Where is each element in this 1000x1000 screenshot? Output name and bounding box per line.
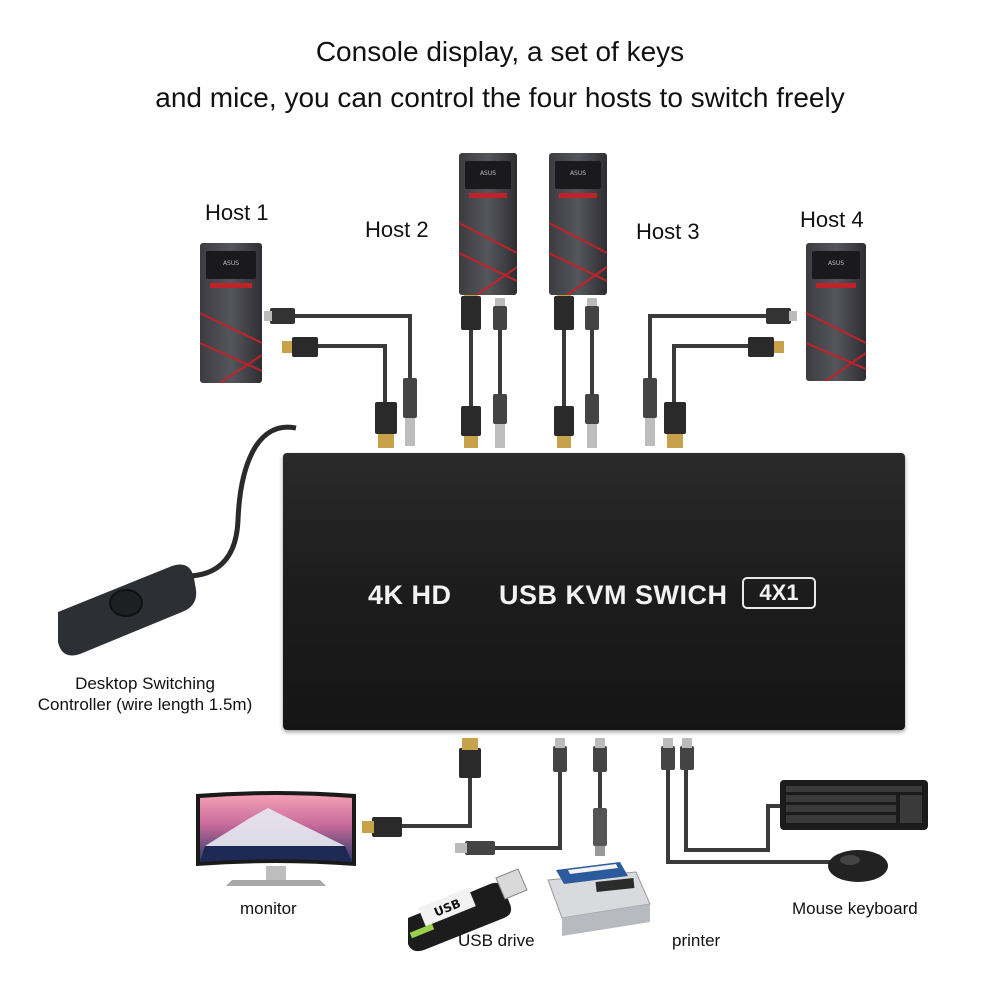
tower-icon: ASUS: [549, 153, 607, 295]
kvm-label-4k-hd: 4K HD: [368, 580, 452, 610]
host-3-cables: [562, 330, 594, 408]
mouse-keyboard-label: Mouse keyboard: [792, 899, 918, 918]
tower-icon: ASUS: [806, 243, 866, 381]
host-1-label: Host 1: [205, 200, 269, 225]
host-2-cables: [469, 330, 502, 408]
host-2-label: Host 2: [365, 217, 429, 242]
controller-label-line-1: Desktop Switching: [75, 674, 215, 693]
tower-brand: ASUS: [570, 170, 586, 177]
tower-icon: ASUS: [200, 243, 262, 383]
controller-label-line-2: Controller (wire length 1.5m): [37, 695, 253, 714]
printer-label: printer: [672, 931, 721, 950]
host-1-cables: [295, 314, 412, 404]
tower-brand: ASUS: [480, 170, 496, 177]
controller-device: [58, 564, 197, 656]
usb-drive-label: USB drive: [458, 931, 535, 950]
headline-line-2: and mice, you can control the four hosts…: [155, 82, 845, 113]
mouse-device: [828, 850, 888, 882]
kvm-badge-4x1: 4X1: [742, 577, 816, 609]
host-4-label: Host 4: [800, 207, 864, 232]
tower-brand: ASUS: [828, 260, 844, 267]
printer-device: [547, 862, 651, 936]
host-3-label: Host 3: [636, 219, 700, 244]
tower-icon: ASUS: [459, 153, 517, 295]
headline-line-1: Console display, a set of keys: [315, 36, 685, 67]
monitor-label: monitor: [240, 899, 297, 918]
bottom-connectors: [362, 738, 694, 856]
host-connectors: [264, 286, 797, 448]
monitor-device: [196, 791, 356, 886]
tower-brand: ASUS: [223, 260, 239, 267]
keyboard-device: [780, 780, 928, 830]
kvm-label-main: USB KVM SWICH: [499, 580, 728, 610]
kvm-switch-box: 4K HD USB KVM SWICH 4X1: [283, 453, 905, 730]
host-4-cables: [648, 314, 770, 404]
controller-cable: [169, 424, 297, 579]
usb-drive-device: USB: [408, 868, 528, 952]
